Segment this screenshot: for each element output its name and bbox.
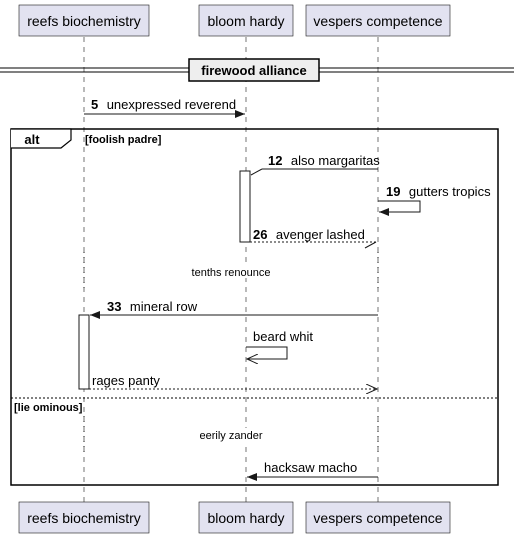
message-hacksaw-macho: hacksaw macho <box>247 460 378 481</box>
divider-label: firewood alliance <box>201 63 306 78</box>
alt-frame: alt [foolish padre] [lie ominous] <box>10 128 499 486</box>
message-number: 26 <box>253 227 267 242</box>
participant-label: bloom hardy <box>207 13 284 29</box>
delay-2: eerily zander <box>83 416 379 456</box>
message-text: also margaritas <box>291 153 380 168</box>
participant-bloom-top: bloom hardy <box>198 4 294 37</box>
message-33: 33 mineral row <box>90 298 378 319</box>
divider: firewood alliance <box>0 58 514 82</box>
message-text: rages panty <box>92 373 160 388</box>
message-text: mineral row <box>130 299 198 314</box>
participant-label: reefs biochemistry <box>27 13 141 29</box>
participant-bloom-bottom: bloom hardy <box>198 501 294 534</box>
message-text: avenger lashed <box>276 227 365 242</box>
participant-vespers-top: vespers competence <box>305 4 451 37</box>
participant-label: vespers competence <box>313 13 442 29</box>
activation-bloom <box>239 170 251 243</box>
message-number: 33 <box>107 299 121 314</box>
alt-keyword: alt <box>24 132 40 147</box>
participant-vespers-bottom: vespers competence <box>305 501 451 534</box>
svg-text:26 avenger lashed: 26 avenger lashed <box>253 226 365 243</box>
alt-guard-1: [foolish padre] <box>85 134 162 146</box>
participant-reefs-top: reefs biochemistry <box>18 4 150 37</box>
svg-text:5 unexpressed reverend: 5 unexpressed reverend <box>91 96 236 113</box>
message-number: 12 <box>268 153 282 168</box>
activation-reefs <box>78 314 90 390</box>
message-text: gutters tropics <box>409 184 491 199</box>
delay-label: tenths renounce <box>192 267 271 279</box>
svg-text:12 also margaritas: 12 also margaritas <box>268 152 380 169</box>
message-number: 19 <box>386 184 400 199</box>
message-rages-panty: rages panty <box>89 373 377 389</box>
delay-label: eerily zander <box>200 430 263 442</box>
delay-1: tenths renounce <box>83 252 379 292</box>
participant-reefs-bottom: reefs biochemistry <box>18 501 150 534</box>
message-26: 26 avenger lashed <box>250 226 377 249</box>
alt-guard-2: [lie ominous] <box>14 402 83 414</box>
message-text: beard whit <box>253 329 313 344</box>
participant-label: vespers competence <box>313 510 442 526</box>
message-beard-whit: beard whit <box>246 329 313 359</box>
message-19: 19 gutters tropics <box>378 183 491 216</box>
svg-text:33 mineral row: 33 mineral row <box>107 298 198 315</box>
participant-label: bloom hardy <box>207 510 284 526</box>
message-number: 5 <box>91 97 98 112</box>
participant-label: reefs biochemistry <box>27 510 141 526</box>
message-text: hacksaw macho <box>264 460 357 475</box>
svg-text:19 gutters tropics: 19 gutters tropics <box>386 183 491 200</box>
message-12: 12 also margaritas <box>250 152 380 176</box>
message-text: unexpressed reverend <box>107 97 236 112</box>
message-5: 5 unexpressed reverend <box>84 96 245 118</box>
